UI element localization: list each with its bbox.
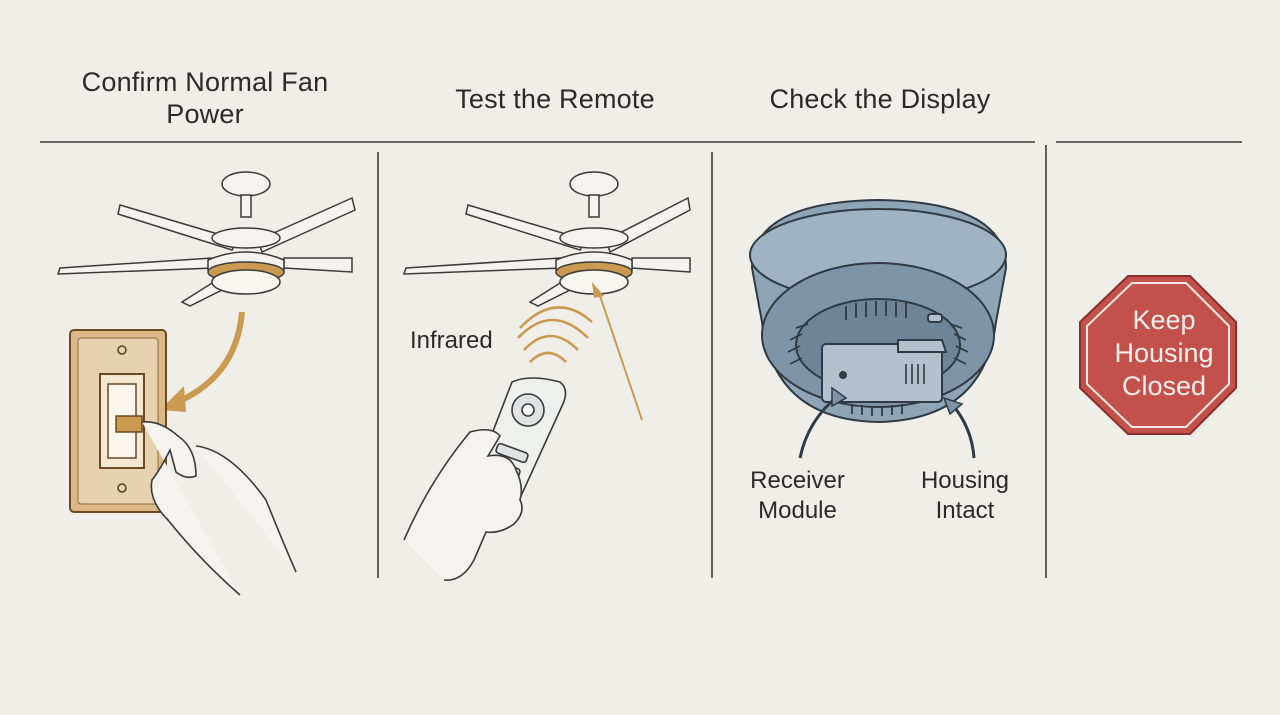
step-1-title: Confirm Normal Fan Power <box>81 67 329 129</box>
wall-switch-icon <box>69 329 167 513</box>
arrow-head-housing <box>942 396 964 416</box>
housing-intact-label: Housing Intact <box>920 467 1010 524</box>
ceiling-fan-icon <box>56 171 356 307</box>
stop-sign-icon <box>1079 275 1237 435</box>
hand-icon <box>141 420 297 596</box>
stop-sign-text: Keep Housing Closed <box>1114 305 1214 401</box>
receiver-housing-icon <box>749 198 1008 424</box>
ir-beam-head <box>592 282 604 298</box>
receiver-module-label: Receiver Module <box>750 467 845 524</box>
ceiling-fan-icon-2 <box>402 171 691 307</box>
ir-beam-line <box>597 289 643 421</box>
infrared-label: Infrared <box>410 327 493 354</box>
panel-dividers <box>40 141 1242 578</box>
arrow-head-receiver <box>831 386 848 408</box>
step-2-title: Test the Remote <box>455 84 655 114</box>
arrow-to-housing <box>950 403 976 459</box>
hand-holding-remote-icon <box>403 428 523 581</box>
step-3-title: Check the Display <box>769 84 991 114</box>
infrared-waves-icon <box>517 306 593 363</box>
